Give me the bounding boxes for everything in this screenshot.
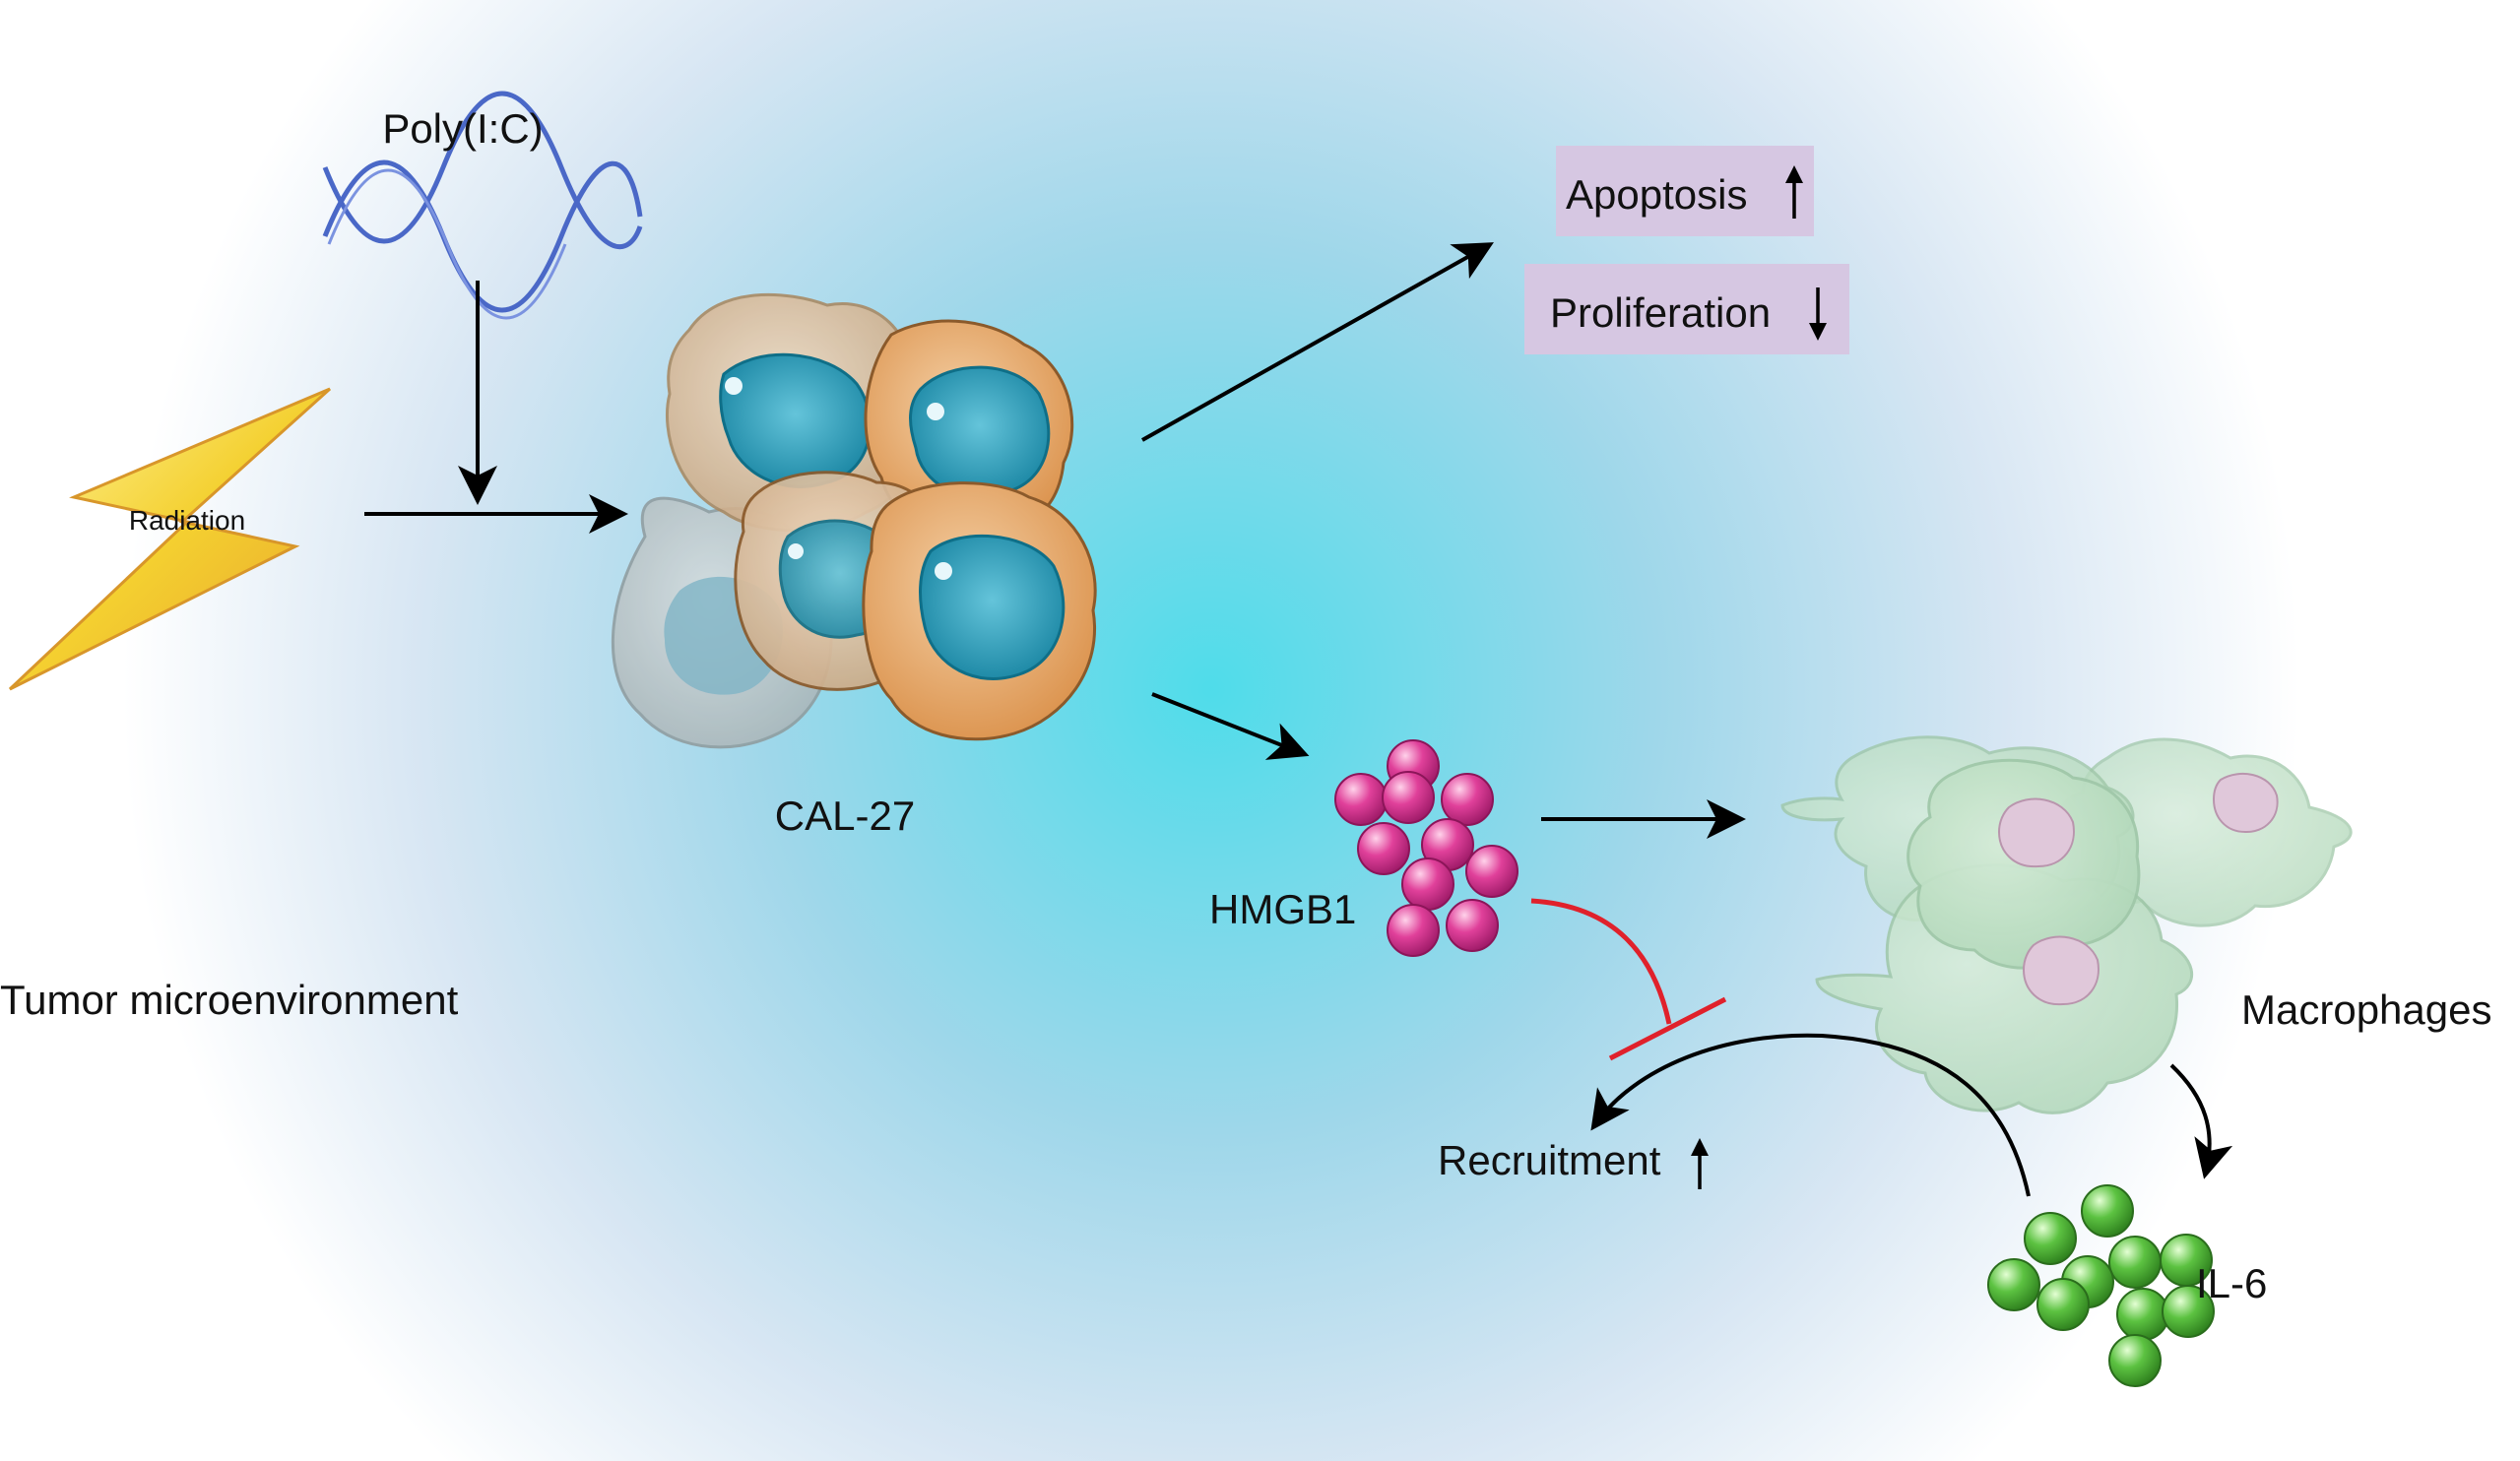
apoptosis-box: Apoptosis bbox=[1556, 146, 1814, 236]
il6-secretion-arrow bbox=[2169, 1063, 2233, 1179]
macrophages-icon bbox=[1780, 735, 2353, 1114]
il6-particles-icon bbox=[1987, 1184, 2215, 1387]
cal27-cell-cluster bbox=[611, 292, 1097, 749]
macrophages-label: Macrophages bbox=[2241, 986, 2491, 1033]
effects-arrow bbox=[1141, 242, 1494, 442]
hmgb1-release-arrow bbox=[1151, 692, 1310, 760]
up-arrow-icon bbox=[1691, 1138, 1709, 1189]
il6-label: IL-6 bbox=[2196, 1260, 2267, 1306]
recruitment-arrow bbox=[1590, 1033, 2031, 1197]
proliferation-label: Proliferation bbox=[1550, 289, 1771, 336]
cell-line-label: CAL-27 bbox=[775, 793, 915, 839]
dsrna-icon bbox=[322, 91, 643, 320]
up-arrow-icon bbox=[1785, 165, 1803, 219]
radiation-label: Radiation bbox=[129, 505, 245, 536]
hmgb1-particles-icon bbox=[1334, 739, 1518, 957]
tumor-cell-icon bbox=[665, 292, 922, 533]
inhibition-line bbox=[1530, 898, 1727, 1061]
tumor-cell-icon bbox=[864, 319, 1074, 540]
apoptosis-label: Apoptosis bbox=[1566, 171, 1747, 218]
tumor-cell-icon bbox=[862, 481, 1097, 741]
tumor-env-label: Tumor microenvironment bbox=[0, 977, 459, 1023]
down-arrow-icon bbox=[1809, 287, 1827, 341]
poly-ic-label: Poly(I:C) bbox=[382, 105, 543, 152]
recruitment-label: Recruitment bbox=[1438, 1137, 1661, 1183]
hmgb1-label: HMGB1 bbox=[1209, 886, 1356, 932]
lightning-bolt-icon bbox=[8, 387, 332, 691]
proliferation-box: Proliferation bbox=[1524, 264, 1849, 354]
